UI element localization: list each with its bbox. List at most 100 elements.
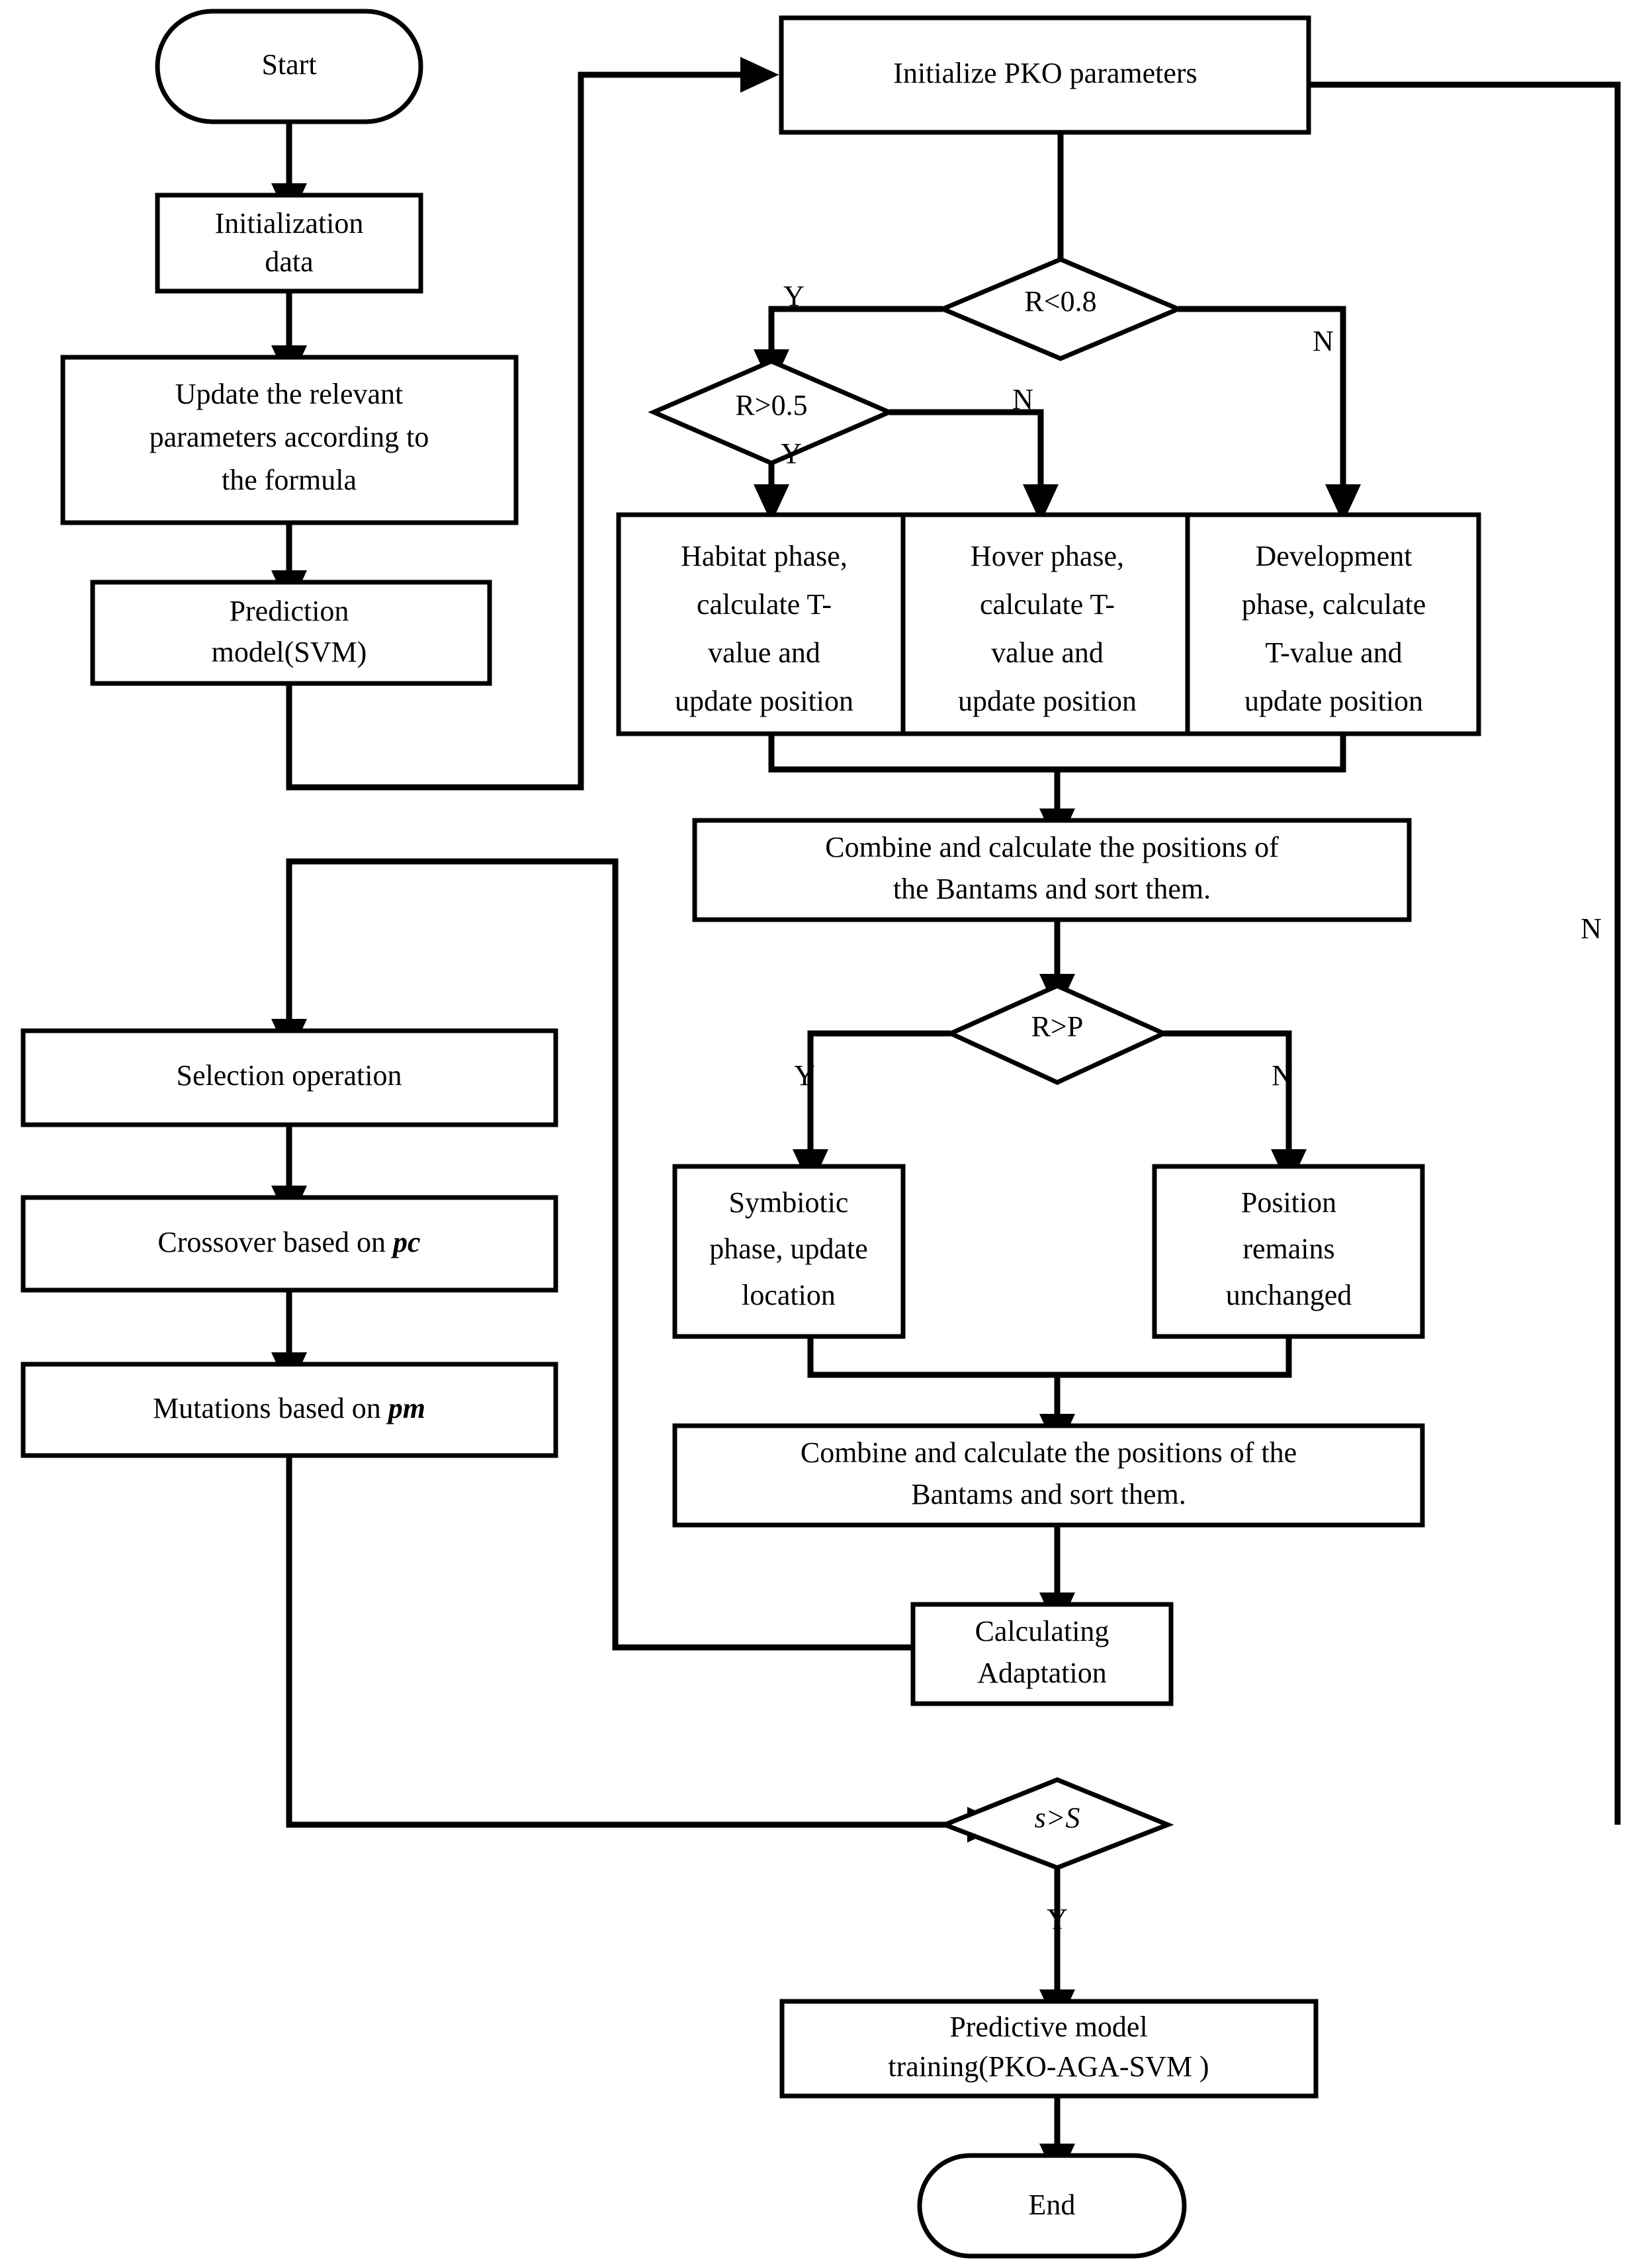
combine-2-shape [672,1423,1425,1528]
node-start[interactable]: Start [155,9,423,124]
node-prediction-model[interactable]: Prediction model(SVM) [90,580,492,686]
edge-prediction-model-to-init-pko [286,57,779,791]
update-params-line2: parameters according to [150,421,429,453]
edge-calculating-adaptation-to-selection [271,858,913,1651]
decision-r05-label: R>0.5 [735,389,807,421]
calculating-adaptation-line2: Adaptation [977,1657,1107,1689]
decision-ss-label: s>S [1035,1802,1080,1834]
predictive-training-line2: training(PKO-AGA-SVM ) [888,2050,1209,2083]
hover-phase-shape [900,512,1190,736]
decision-ss-shape [938,1777,1174,1870]
node-mutations[interactable]: Mutations based on pm [21,1362,558,1458]
habitat-phase-line1: Habitat phase, [681,540,848,572]
node-symbiotic-phase[interactable]: Symbiotic phase, update location [672,1164,906,1339]
node-development-phase[interactable]: Development phase, calculate T-value and… [1185,512,1481,736]
node-end[interactable]: End [917,2153,1187,2259]
combine-1-line2: the Bantams and sort them. [893,873,1211,905]
hover-phase-line4: update position [958,685,1137,717]
decision-rp-label: R>P [1031,1010,1084,1043]
position-unchanged-line2: remains [1242,1233,1334,1265]
symbiotic-phase-line2: phase, update [709,1233,867,1265]
node-initialize-pko[interactable]: Initialize PKO parameters [779,15,1311,135]
node-decision-r08[interactable]: R<0.8 [936,257,1185,361]
start-terminator-shape [155,9,423,124]
edge-label-rp-no: N [1272,1059,1293,1092]
end-label: End [1029,2189,1076,2221]
update-params-line1: Update the relevant [175,378,404,410]
node-combine-1[interactable]: Combine and calculate the positions of t… [692,818,1412,922]
update-params-line3: the formula [222,464,357,496]
position-unchanged-line3: unchanged [1226,1279,1352,1311]
initialization-data-line1: Initialization [215,207,364,240]
node-initialization-data[interactable]: Initialization data [155,193,423,294]
mutations-shape [21,1362,558,1458]
decision-r05-shape [648,359,895,466]
edge-label-ss-no: N [1581,912,1602,945]
edge-r08-yes [754,306,943,388]
crossover-shape [21,1195,558,1293]
development-phase-line2: phase, calculate [1242,588,1426,621]
edge-label-rp-yes: Y [794,1059,815,1092]
prediction-model-shape [90,580,492,686]
edge-label-r05-yes: Y [781,437,802,470]
crossover-prefix: Crossover based on [157,1226,393,1258]
edge-rp-branches-merge-bus [807,1336,1292,1378]
mutations-symbol: pm [386,1392,425,1424]
initialize-pko-label: Initialize PKO parameters [893,57,1197,89]
development-phase-line3: T-value and [1265,636,1402,669]
node-update-params[interactable]: Update the relevant parameters according… [60,355,519,525]
prediction-model-line1: Prediction [230,595,349,627]
edge-r05-no [889,409,1059,523]
hover-phase-line2: calculate T- [980,588,1115,621]
initialization-data-shape [155,193,423,294]
development-phase-line1: Development [1255,540,1412,572]
decision-r08-shape [936,257,1185,361]
node-predictive-training[interactable]: Predictive model training(PKO-AGA-SVM ) [779,1999,1319,2099]
node-combine-2[interactable]: Combine and calculate the positions of t… [672,1423,1425,1528]
habitat-phase-line4: update position [675,685,853,717]
start-label: Start [261,48,316,81]
node-selection-operation[interactable]: Selection operation [21,1028,558,1127]
decision-rp-shape [945,983,1170,1085]
edge-rp-no [1164,1030,1307,1188]
symbiotic-phase-line3: location [742,1279,836,1311]
crossover-symbol: pc [390,1226,421,1258]
node-decision-ss[interactable]: s>S [938,1777,1174,1870]
edge-label-r05-no: N [1012,383,1033,415]
node-position-unchanged[interactable]: Position remains unchanged [1152,1164,1425,1339]
node-habitat-phase[interactable]: Habitat phase, calculate T- value and up… [616,512,906,736]
hover-phase-line1: Hover phase, [971,540,1124,572]
habitat-phase-line3: value and [708,636,820,669]
edge-r08-no [1178,306,1361,523]
crossover-label: Crossover based on pc [157,1226,420,1258]
habitat-phase-shape [616,512,906,736]
node-calculating-adaptation[interactable]: Calculating Adaptation [910,1602,1174,1706]
node-decision-rp[interactable]: R>P [945,983,1170,1085]
development-phase-line4: update position [1244,685,1423,717]
selection-operation-label: Selection operation [177,1059,402,1092]
edge-mutations-to-decision-ss [286,1456,1006,1843]
initialize-pko-shape [779,15,1311,135]
predictive-training-line1: Predictive model [949,2011,1147,2043]
mutations-prefix: Mutations based on [153,1392,388,1424]
node-hover-phase[interactable]: Hover phase, calculate T- value and upda… [900,512,1190,736]
position-unchanged-line1: Position [1241,1186,1336,1219]
node-crossover[interactable]: Crossover based on pc [21,1195,558,1293]
combine-1-shape [692,818,1412,922]
combine-2-line1: Combine and calculate the positions of t… [801,1436,1297,1469]
edge-rp-yes [793,1030,951,1188]
prediction-model-line2: model(SVM) [212,636,367,668]
end-terminator-shape [917,2153,1187,2259]
position-unchanged-shape [1152,1164,1425,1339]
edge-label-ss-yes: Y [1047,1903,1068,1935]
selection-operation-shape [21,1028,558,1127]
mutations-label: Mutations based on pm [153,1392,425,1424]
edge-label-r08-no: N [1313,325,1334,357]
combine-1-line1: Combine and calculate the positions of [825,831,1279,863]
node-decision-r05[interactable]: R>0.5 [648,359,895,466]
symbiotic-phase-shape [672,1164,906,1339]
development-phase-shape [1185,512,1481,736]
decision-r08-label: R<0.8 [1024,285,1096,318]
